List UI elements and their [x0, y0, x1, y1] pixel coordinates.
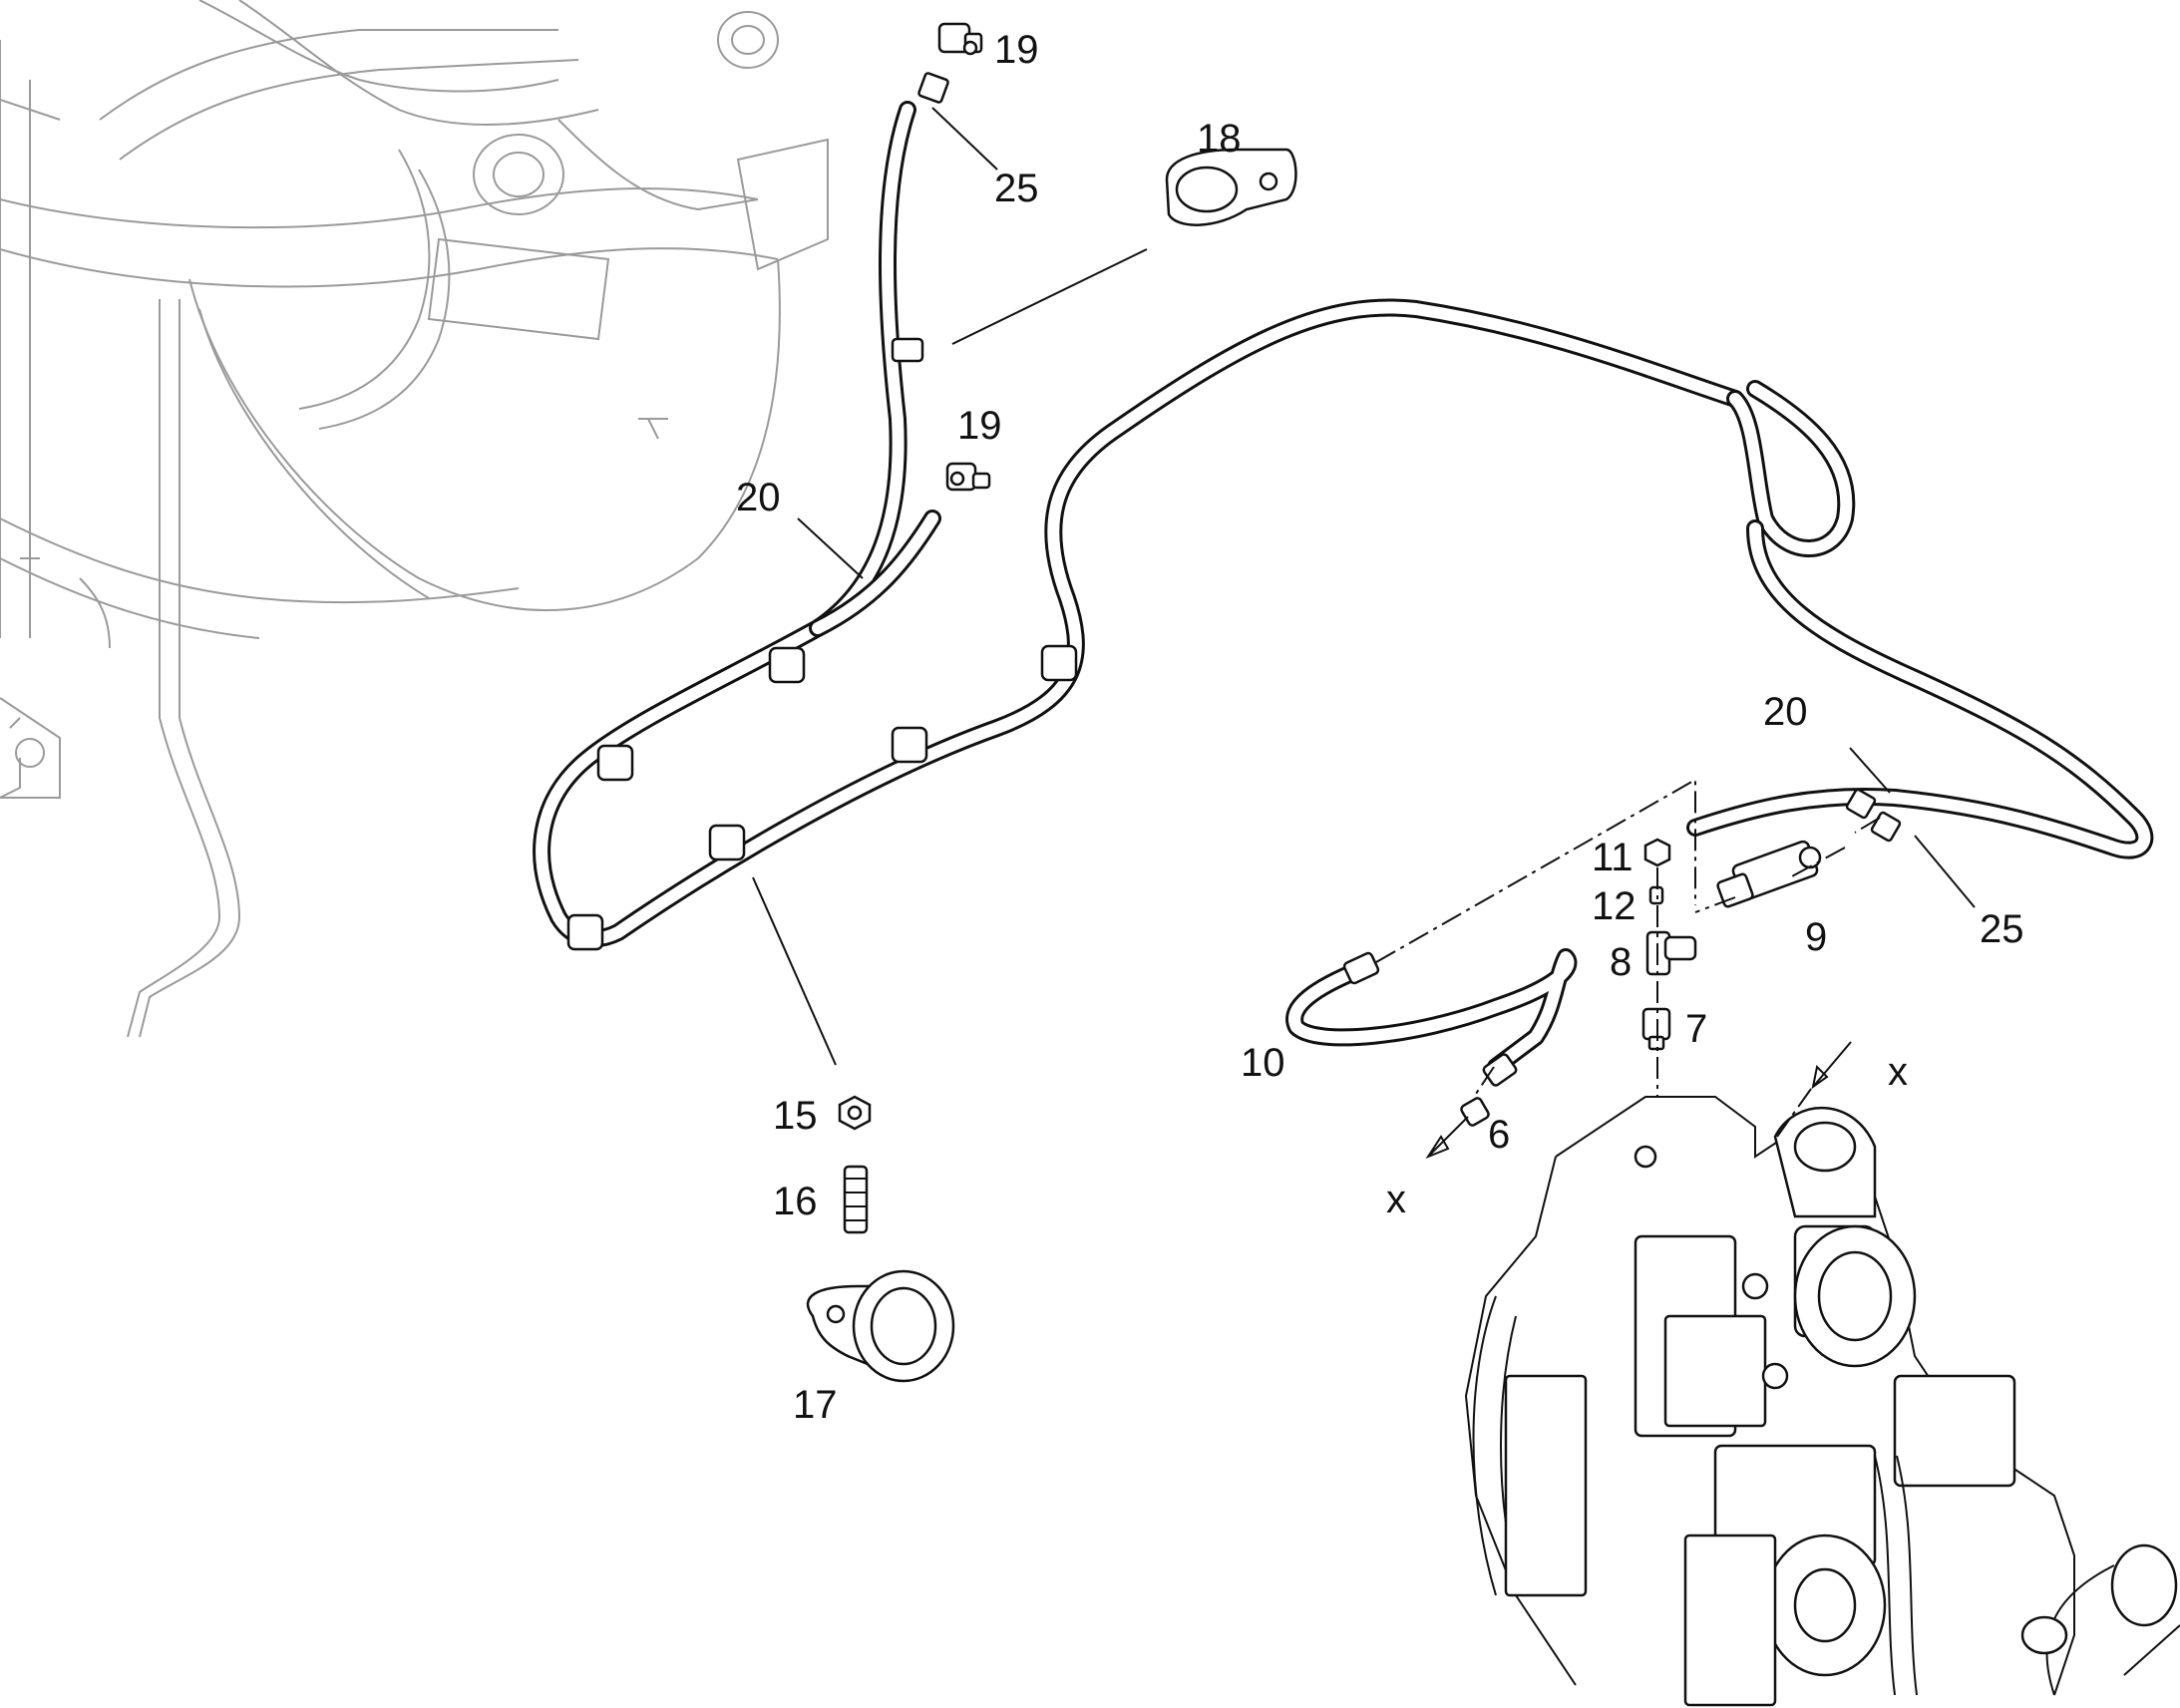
fitting-25-top: [917, 72, 949, 104]
label-7: 7: [1685, 1007, 1707, 1051]
clamp-18: [1165, 148, 1297, 226]
pump-motor-assembly: [1464, 1096, 2180, 1707]
hose-assembly-20: [533, 101, 2154, 951]
nut-11: [1643, 838, 1671, 867]
label-19-top: 19: [994, 28, 1039, 72]
background-frame-assembly: [0, 0, 829, 1038]
label-20-right: 20: [1763, 690, 1808, 734]
label-16: 16: [773, 1180, 818, 1223]
stud-16: [843, 1165, 869, 1234]
hose-clamps: [566, 337, 1078, 951]
label-x-left: x: [1386, 1178, 1406, 1221]
label-20-left: 20: [736, 476, 781, 519]
assembly-axis-lines: [1375, 778, 1881, 1160]
fitting-9-valve: [1716, 840, 1822, 908]
label-9: 9: [1805, 915, 1827, 959]
fitting-19-top: [937, 22, 983, 56]
fitting-20-right: [1845, 788, 1877, 820]
nut-15: [838, 1095, 872, 1131]
label-x-right: x: [1888, 1050, 1908, 1094]
label-6: 6: [1488, 1113, 1510, 1157]
label-10: 10: [1241, 1041, 1285, 1085]
label-8: 8: [1610, 940, 1632, 984]
reference-labels: 19 25 18 19 20 20 11 12 9 25 8 7 10 x 6 …: [736, 28, 2024, 1427]
tee-fitting-8: [1645, 930, 1697, 976]
label-17: 17: [793, 1383, 838, 1427]
label-18: 18: [1197, 117, 1242, 161]
hose-10: [1285, 948, 1578, 1087]
label-15: 15: [773, 1094, 818, 1138]
label-12: 12: [1592, 884, 1636, 928]
label-25-right: 25: [1980, 907, 2024, 951]
clamp-17: [806, 1269, 955, 1383]
label-25-top: 25: [994, 167, 1039, 210]
fitting-25-right: [1870, 811, 1902, 843]
label-11: 11: [1592, 836, 1634, 879]
label-19-mid: 19: [957, 404, 1002, 448]
leader-lines: [752, 107, 1976, 1066]
plug-6: [1460, 1097, 1490, 1127]
fitting-19-mid: [945, 462, 991, 492]
